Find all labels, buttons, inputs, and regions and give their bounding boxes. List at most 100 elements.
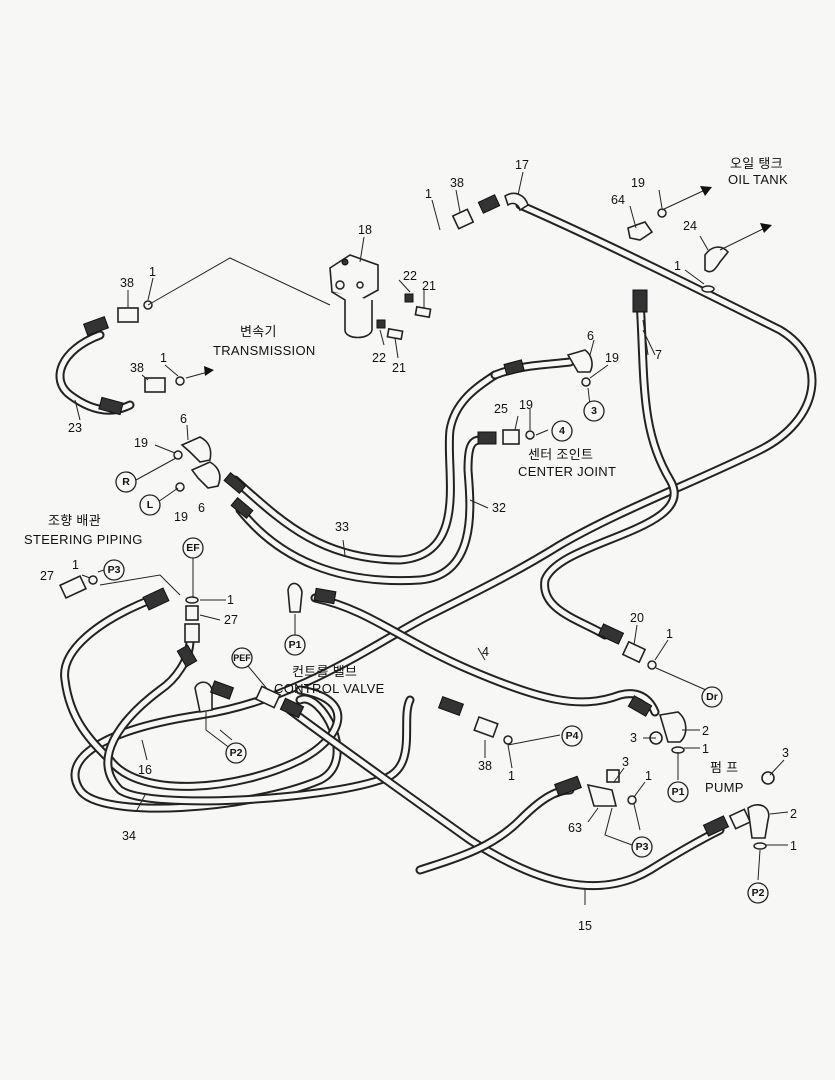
oil-tank-label-ko: 오일 탱크 bbox=[730, 156, 783, 171]
hose-33 bbox=[230, 370, 500, 565]
port-p1-pump-circle bbox=[667, 781, 689, 803]
part-38-d: 38 bbox=[478, 759, 492, 773]
part-1-d: 1 bbox=[674, 259, 681, 273]
part-22-a: 22 bbox=[403, 269, 417, 283]
port-p3-top-label: P3 bbox=[108, 564, 121, 576]
oil-tank-label-en: OIL TANK bbox=[728, 172, 788, 187]
port-p1-pump-label: P1 bbox=[672, 786, 685, 798]
transmission-label-en: TRANSMISSION bbox=[213, 343, 316, 358]
part-17: 17 bbox=[515, 158, 529, 172]
port-ef-label: EF bbox=[186, 542, 200, 554]
part-15: 15 bbox=[578, 919, 592, 933]
hose-23 bbox=[55, 330, 135, 415]
port-l-circle bbox=[139, 494, 161, 516]
port-r-circle bbox=[115, 471, 137, 493]
port-l-label: L bbox=[147, 499, 154, 511]
port-p1-left-label: P1 bbox=[289, 639, 302, 651]
port-markers: R L 3 4 P3 EF P1 PEF P2 P4 Dr P1 P3 P2 bbox=[103, 400, 769, 904]
part-numbers: 1 38 17 18 22 21 22 21 38 1 38 1 23 6 19… bbox=[40, 158, 797, 933]
part-1-i: 1 bbox=[702, 742, 709, 756]
part-6-c: 6 bbox=[587, 329, 594, 343]
port-4-label: 4 bbox=[559, 425, 565, 437]
part-20: 20 bbox=[630, 611, 644, 625]
pump-label-ko: 펌 프 bbox=[710, 760, 738, 775]
part-27-b: 27 bbox=[224, 613, 238, 627]
part-23: 23 bbox=[68, 421, 82, 435]
port-pef-circle bbox=[231, 647, 253, 669]
port-3-circle bbox=[583, 400, 605, 422]
part-7: 7 bbox=[655, 348, 662, 362]
part-3-a: 3 bbox=[630, 731, 637, 745]
port-pef-label: PEF bbox=[233, 653, 251, 663]
section-labels: 오일 탱크 OIL TANK 변속기 TRANSMISSION 센터 조인트 C… bbox=[24, 156, 788, 795]
part-1-e: 1 bbox=[666, 627, 673, 641]
transmission-valve-18 bbox=[329, 254, 379, 339]
port-dr-label: Dr bbox=[706, 691, 718, 703]
center-joint-label-en: CENTER JOINT bbox=[518, 464, 616, 479]
part-2-b: 2 bbox=[790, 807, 797, 821]
part-64: 64 bbox=[611, 193, 625, 207]
port-p4-label: P4 bbox=[566, 730, 579, 742]
part-24: 24 bbox=[683, 219, 697, 233]
part-19-d: 19 bbox=[519, 398, 533, 412]
port-p3-bottom-circle bbox=[631, 836, 653, 858]
port-p1-left-circle bbox=[284, 634, 306, 656]
part-18: 18 bbox=[358, 223, 372, 237]
pump-label-en: PUMP bbox=[705, 780, 744, 795]
part-27-a: 27 bbox=[40, 569, 54, 583]
steering-label-en: STEERING PIPING bbox=[24, 532, 143, 547]
part-34: 34 bbox=[122, 829, 136, 843]
part-6-b: 6 bbox=[198, 501, 205, 515]
part-16: 16 bbox=[138, 763, 152, 777]
part-25: 25 bbox=[494, 402, 508, 416]
part-19-c: 19 bbox=[605, 351, 619, 365]
part-1-c: 1 bbox=[160, 351, 167, 365]
part-1-j: 1 bbox=[645, 769, 652, 783]
port-r-label: R bbox=[122, 476, 130, 488]
part-21-b: 21 bbox=[392, 361, 406, 375]
part-1-h: 1 bbox=[508, 769, 515, 783]
part-1-b: 1 bbox=[149, 265, 156, 279]
transmission-label-ko: 변속기 bbox=[240, 324, 277, 339]
part-33: 33 bbox=[335, 520, 349, 534]
part-38-b: 38 bbox=[120, 276, 134, 290]
center-joint-label-ko: 센터 조인트 bbox=[528, 447, 593, 462]
part-22-b: 22 bbox=[372, 351, 386, 365]
port-dr-circle bbox=[701, 686, 723, 708]
port-p3-top-circle bbox=[103, 559, 125, 581]
steering-label-ko: 조향 배관 bbox=[48, 513, 101, 528]
part-19-e: 19 bbox=[631, 176, 645, 190]
port-ef-circle bbox=[182, 537, 204, 559]
part-19-b: 19 bbox=[174, 510, 188, 524]
part-38-a: 38 bbox=[450, 176, 464, 190]
part-1-f: 1 bbox=[72, 558, 79, 572]
port-p3-bottom-label: P3 bbox=[636, 841, 649, 853]
part-63: 63 bbox=[568, 821, 582, 835]
part-1-k: 1 bbox=[790, 839, 797, 853]
part-3-b: 3 bbox=[622, 755, 629, 769]
part-1-a: 1 bbox=[425, 187, 432, 201]
hoses bbox=[55, 200, 817, 891]
port-p2-left-label: P2 bbox=[230, 747, 243, 759]
fitting-38-top bbox=[451, 208, 475, 230]
port-4-circle bbox=[551, 420, 573, 442]
control-valve-label-ko: 컨트롤 밸브 bbox=[292, 664, 357, 679]
control-valve-label-en: CONTROL VALVE bbox=[274, 681, 385, 696]
part-32: 32 bbox=[492, 501, 506, 515]
port-3-label: 3 bbox=[591, 405, 597, 417]
flow-arrows bbox=[185, 186, 772, 379]
part-4: 4 bbox=[482, 645, 489, 659]
leader-lines bbox=[74, 171, 789, 905]
part-3-c: 3 bbox=[782, 746, 789, 760]
port-p2-left-circle bbox=[225, 742, 247, 764]
port-p2-pump-circle bbox=[747, 882, 769, 904]
part-1-g: 1 bbox=[227, 593, 234, 607]
port-p2-pump-label: P2 bbox=[752, 887, 765, 899]
part-19-a: 19 bbox=[134, 436, 148, 450]
part-38-c: 38 bbox=[130, 361, 144, 375]
part-6-a: 6 bbox=[180, 412, 187, 426]
fittings bbox=[59, 192, 775, 850]
part-21-a: 21 bbox=[422, 279, 436, 293]
part-2-a: 2 bbox=[702, 724, 709, 738]
